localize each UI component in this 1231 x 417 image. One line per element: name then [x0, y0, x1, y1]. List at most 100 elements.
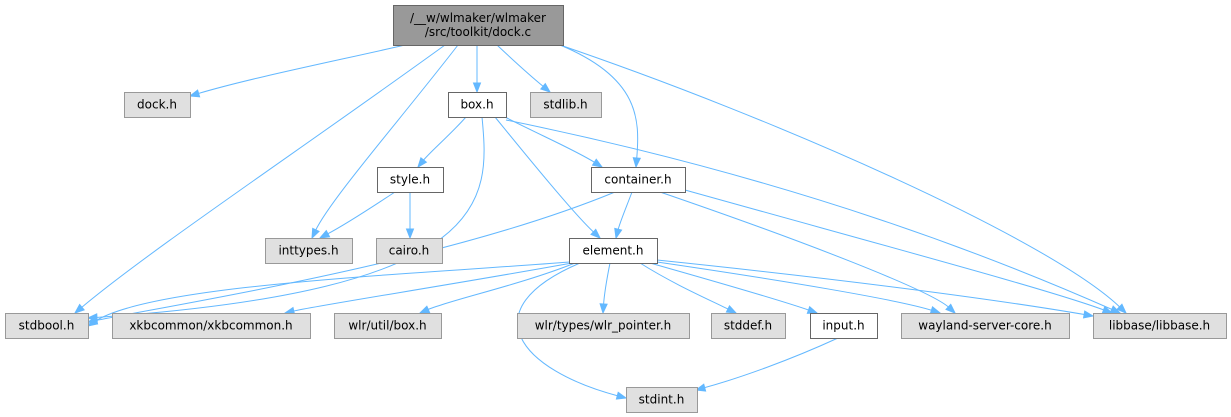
edge-root-to-stdlib_h: [496, 44, 545, 88]
node-xkbcommon-h: xkbcommon/xkbcommon.h: [112, 313, 311, 339]
arrowhead-element_h-to-stdint_h: [615, 391, 628, 400]
arrowhead-box_h-to-container_h: [591, 158, 604, 168]
arrowhead-root-to-box_h: [472, 82, 482, 94]
node-label-stdint-h: stdint.h: [639, 393, 685, 407]
edge-root-to-dock_h: [197, 44, 406, 95]
node-label-stdlib-h: stdlib.h: [543, 98, 587, 112]
node-label-input-h: input.h: [822, 319, 864, 333]
arrowhead-box_h-to-element_h: [590, 228, 602, 239]
node-box-input-h: [810, 313, 878, 339]
arrowhead-root-to-libbase_h: [1116, 303, 1127, 314]
node-box-box-h: [448, 92, 507, 118]
node-stdint-h: stdint.h: [626, 387, 698, 413]
node-box-stdint-h: [626, 387, 698, 413]
edge-container_h-to-libbase_h: [684, 189, 1105, 311]
node-box-dock-h: [124, 92, 191, 118]
node-box-element-h: [569, 238, 658, 264]
arrowhead-root-to-container_h: [632, 157, 642, 169]
edge-box_h-to-style_h: [422, 116, 467, 162]
node-box-inttypes-h: [265, 238, 353, 264]
node-box-wlr-box-h: [334, 313, 442, 339]
edge-box_h-to-element_h: [494, 116, 595, 233]
node-box-style-h: [377, 167, 444, 193]
arrowhead-root-to-stdlib_h: [539, 82, 552, 93]
node-box-wayland-h: [901, 313, 1070, 339]
node-box-container-h: [591, 167, 686, 193]
node-box-stddef-h: [711, 313, 786, 339]
arrowhead-element_h-to-stdbool_h: [86, 317, 99, 327]
node-box-xkbcommon-h: [112, 313, 311, 339]
edge-root-to-libbase_h: [559, 44, 1121, 308]
node-cairo-h: cairo.h: [376, 238, 443, 264]
arrowhead-root-to-stdbool_h: [73, 303, 85, 314]
arrowhead-container_h-to-element_h: [614, 227, 623, 240]
node-wlr-pointer-h: wlr/types/wlr_pointer.h: [517, 313, 690, 339]
node-box-cairo-h: [376, 238, 443, 264]
edge-root-to-inttypes_h: [314, 44, 459, 231]
edge-element_h-to-xkbcommon_h: [292, 262, 573, 312]
arrowhead-root-to-inttypes_h: [311, 227, 320, 240]
edge-element_h-to-wlr_box_h: [427, 262, 576, 311]
node-label-element-h: element.h: [583, 244, 644, 258]
node-element-h[interactable]: element.h: [569, 238, 658, 264]
node-layer: /__w/wlmaker/wlmaker/src/toolkit/dock.cd…: [5, 5, 1227, 413]
node-style-h[interactable]: style.h: [377, 167, 444, 193]
node-stddef-h: stddef.h: [711, 313, 786, 339]
node-libbase-h: libbase/libbase.h: [1093, 313, 1227, 339]
edge-container_h-to-element_h: [617, 191, 633, 231]
node-label-xkbcommon-h: xkbcommon/xkbcommon.h: [129, 319, 292, 333]
node-label-stdbool-h: stdbool.h: [19, 319, 75, 333]
arrowhead-box_h-to-libbase_h: [1109, 305, 1122, 314]
node-label-root: /src/toolkit/dock.c: [425, 25, 531, 39]
node-label-wayland-h: wayland-server-core.h: [918, 319, 1051, 333]
arrowhead-element_h-to-wlr_pointer_h: [599, 303, 608, 315]
node-label-wlr-box-h: wlr/util/box.h: [348, 319, 426, 333]
arrowhead-input_h-to-stdint_h: [694, 383, 707, 392]
node-label-container-h: container.h: [604, 173, 671, 187]
arrowhead-root-to-dock_h: [188, 89, 201, 98]
arrowhead-element_h-to-stddef_h: [725, 304, 738, 314]
node-label-style-h: style.h: [390, 173, 430, 187]
arrowhead-style_h-to-cairo_h: [405, 228, 415, 240]
edge-container_h-to-stdbool_h: [95, 191, 616, 321]
edge-element_h-to-wlr_pointer_h: [603, 262, 611, 306]
node-box-h[interactable]: box.h: [448, 92, 507, 118]
edge-box_h-to-libbase_h: [505, 119, 1113, 311]
node-box-libbase-h: [1093, 313, 1227, 339]
node-label-stddef-h: stddef.h: [724, 319, 772, 333]
edge-box_h-to-container_h: [504, 116, 596, 164]
node-label-wlr-pointer-h: wlr/types/wlr_pointer.h: [535, 319, 672, 333]
node-label-dock-h: dock.h: [137, 98, 177, 112]
arrowhead-element_h-to-wayland_h: [929, 306, 942, 315]
node-stdlib-h: stdlib.h: [530, 92, 602, 118]
node-label-root: /__w/wlmaker/wlmaker: [410, 11, 546, 25]
node-root[interactable]: /__w/wlmaker/wlmaker/src/toolkit/dock.c: [393, 5, 564, 46]
edge-element_h-to-stddef_h: [639, 262, 730, 310]
node-label-inttypes-h: inttypes.h: [278, 244, 338, 258]
edge-input_h-to-stdint_h: [703, 337, 839, 389]
node-stdbool-h: stdbool.h: [5, 313, 89, 339]
node-label-libbase-h: libbase/libbase.h: [1109, 319, 1210, 333]
node-box-stdbool-h: [5, 313, 89, 339]
edge-style_h-to-inttypes_h: [326, 191, 396, 235]
node-wayland-h: wayland-server-core.h: [901, 313, 1070, 339]
node-box-root: [393, 5, 564, 46]
arrowhead-box_h-to-style_h: [417, 156, 428, 169]
edge-root-to-stdbool_h: [80, 44, 446, 309]
node-box-stdlib-h: [530, 92, 602, 118]
arrowhead-element_h-to-input_h: [806, 305, 819, 314]
node-label-cairo-h: cairo.h: [389, 244, 430, 258]
node-label-box-h: box.h: [460, 98, 493, 112]
edge-element_h-to-input_h: [649, 262, 810, 311]
node-inttypes-h: inttypes.h: [265, 238, 353, 264]
edge-layer: [73, 44, 1127, 400]
node-container-h[interactable]: container.h: [591, 167, 686, 193]
edge-element_h-to-stdbool_h: [94, 261, 571, 323]
edge-root-to-container_h: [559, 44, 639, 160]
edge-element_h-to-libbase_h: [656, 259, 1086, 316]
arrowhead-element_h-to-libbase_h: [1082, 310, 1095, 319]
arrowhead-style_h-to-inttypes_h: [318, 229, 331, 239]
node-dock-h: dock.h: [124, 92, 191, 118]
node-input-h[interactable]: input.h: [810, 313, 878, 339]
